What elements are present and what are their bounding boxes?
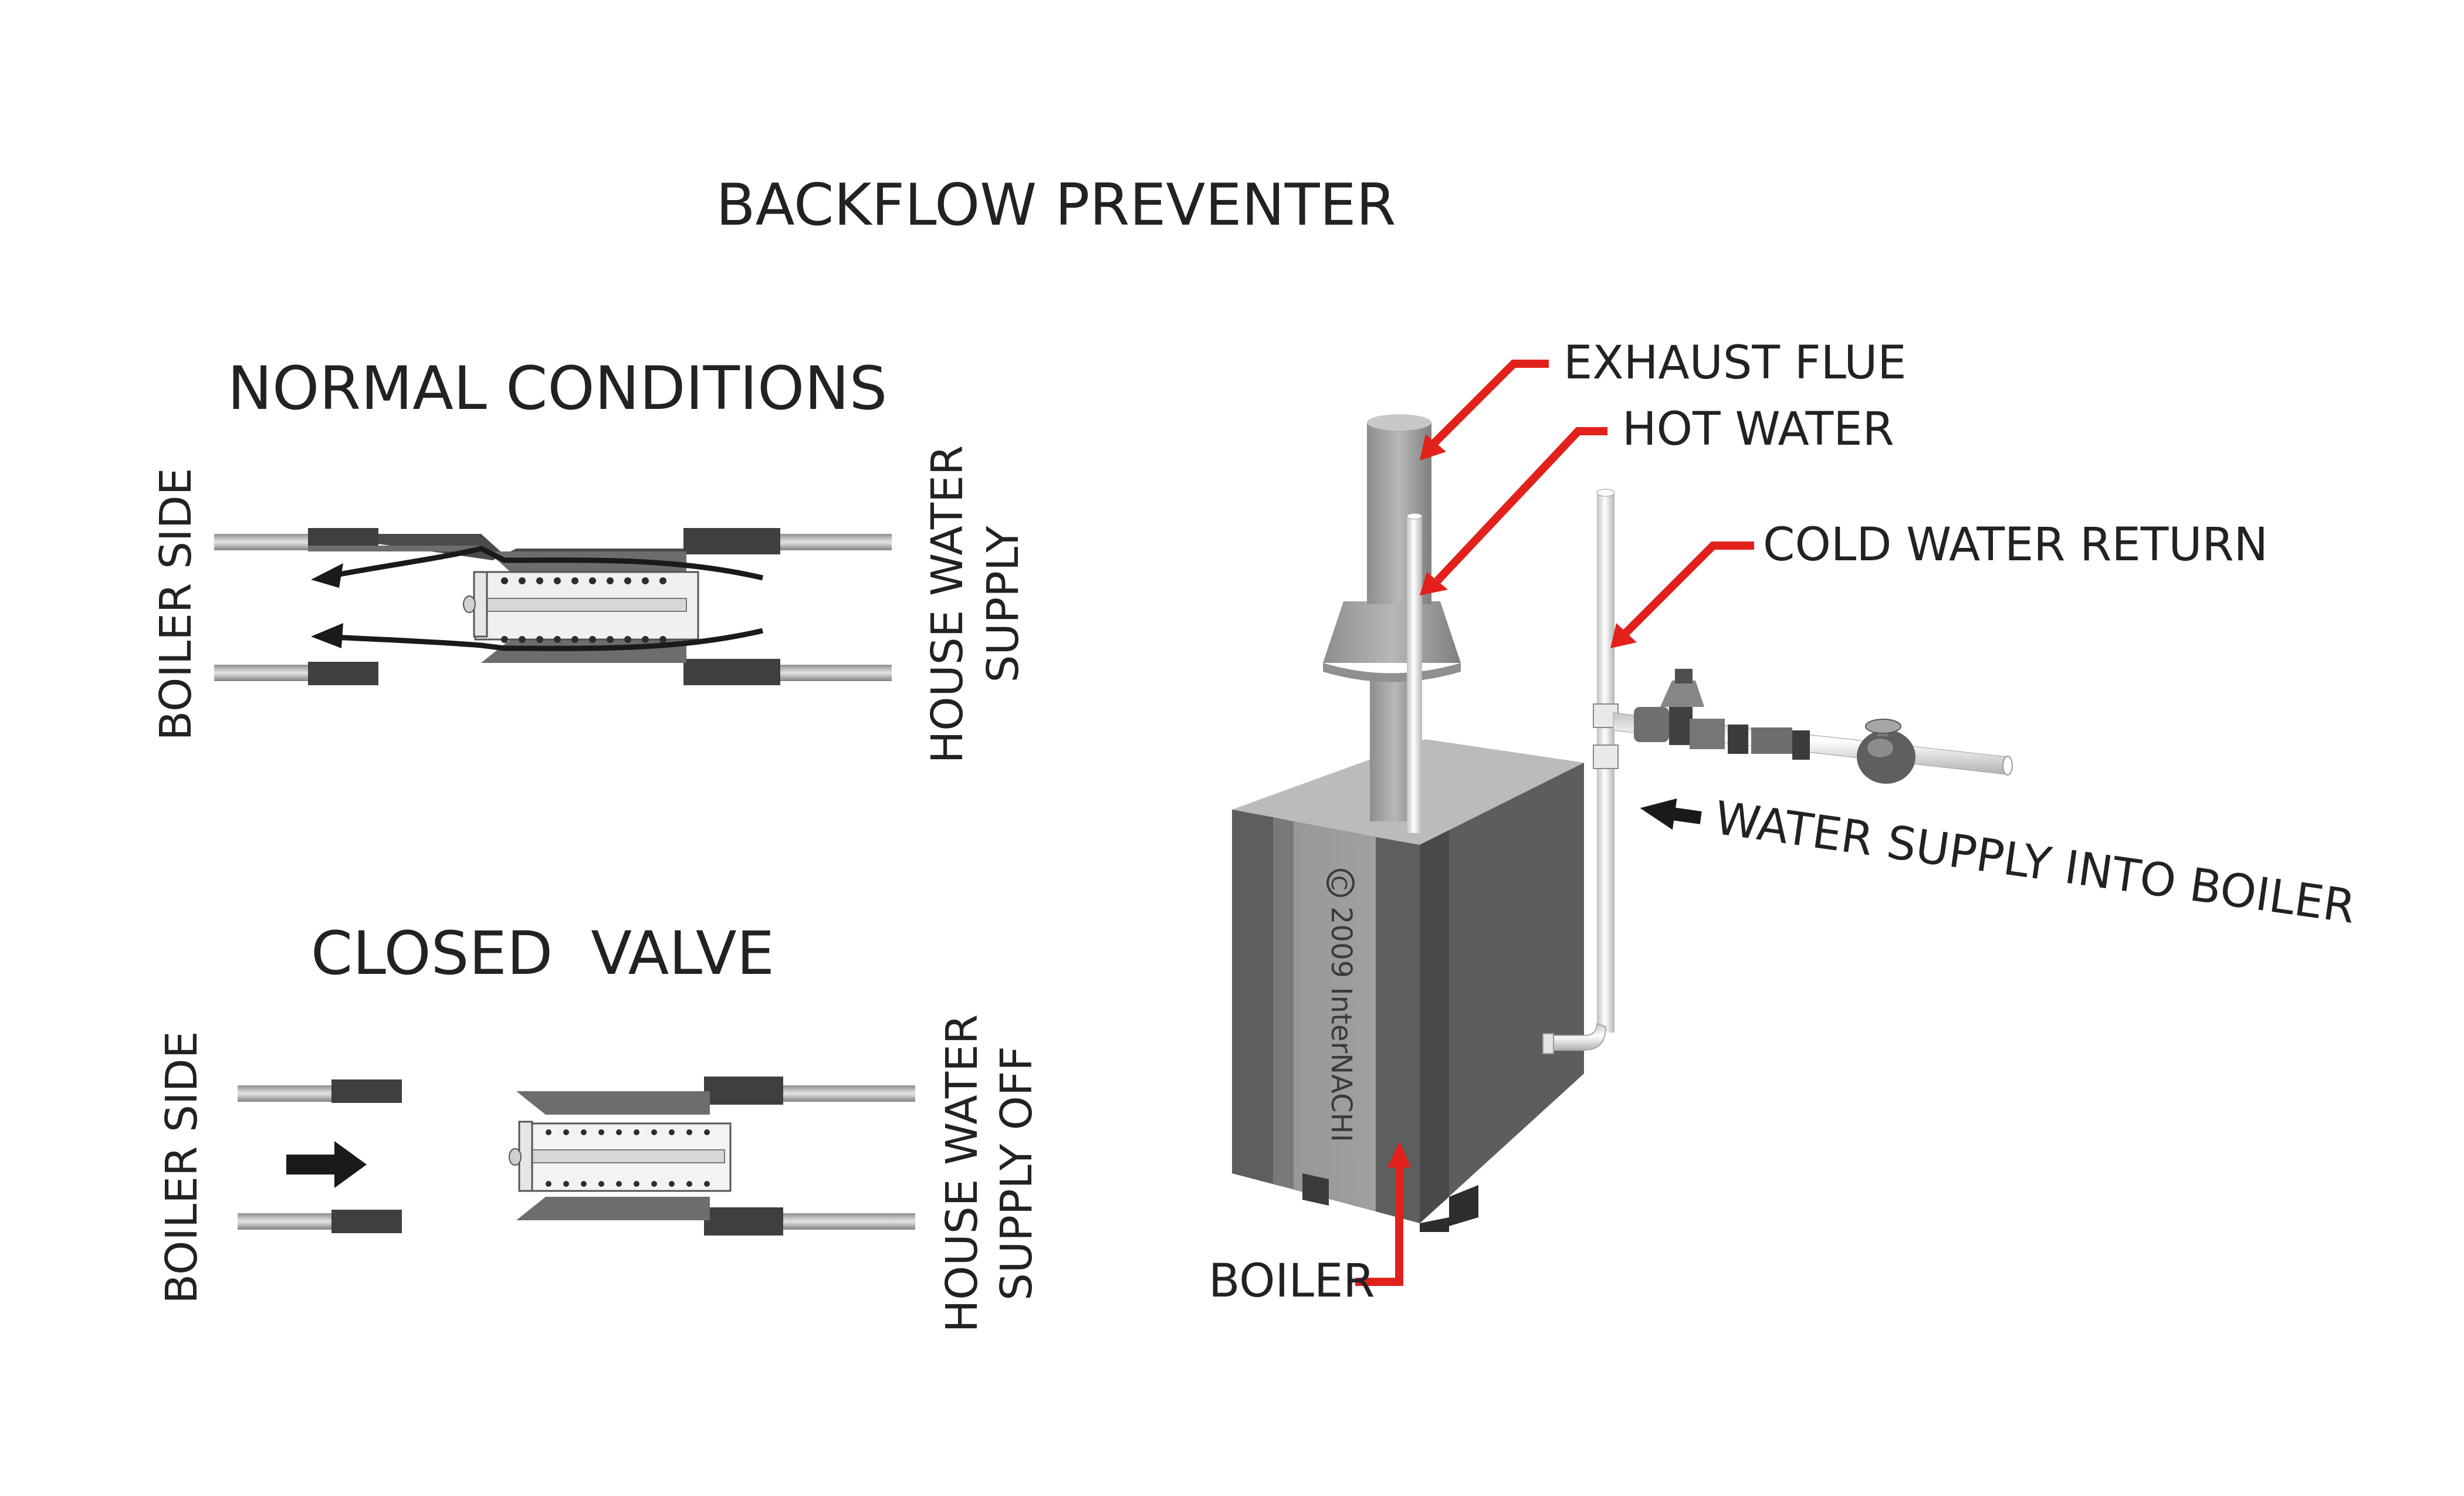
closed-valve-illustration	[238, 1077, 915, 1236]
exhaust-flue-label: EXHAUST FLUE	[1563, 337, 1907, 390]
closed-house-water-label: HOUSE WATER	[937, 1014, 987, 1333]
hot-water-callout-arrow	[1434, 427, 1607, 584]
closed-valve-heading: CLOSED VALVE	[311, 919, 774, 989]
cold-water-return-label: COLD WATER RETURN	[1763, 519, 2268, 571]
exhaust-flue-callout-arrow	[1429, 360, 1549, 449]
cold-water-arrowhead	[1610, 623, 1637, 648]
closed-flow-arrow	[286, 1141, 367, 1188]
exhaust-flue-arrowhead	[1420, 434, 1446, 461]
water-supply-arrow	[1640, 798, 1702, 830]
boiler-label: BOILER	[1209, 1255, 1375, 1308]
svg-text:C: C	[1326, 875, 1351, 890]
normal-conditions-heading: NORMAL CONDITIONS	[228, 354, 888, 424]
callout-arrows	[1355, 360, 1754, 1286]
diagram-title: BACKFLOW PREVENTER	[716, 172, 1396, 239]
copyright-text: 2009 InterNACHI	[1325, 906, 1358, 1142]
normal-supply-label: SUPPLY	[978, 526, 1028, 683]
cold-water-callout-arrow	[1622, 541, 1754, 637]
hot-water-label: HOT WATER	[1622, 403, 1894, 456]
boiler-arrowhead	[1387, 1141, 1411, 1167]
boiler-callout-arrow	[1355, 1162, 1403, 1286]
hot-water-arrowhead	[1420, 572, 1448, 595]
closed-boiler-side-label: BOILER SIDE	[157, 1031, 207, 1304]
normal-boiler-side-label: BOILER SIDE	[151, 468, 201, 741]
water-supply-label: WATER SUPPLY INTO BOILER	[1711, 792, 2358, 934]
normal-house-water-label: HOUSE WATER	[922, 445, 973, 764]
closed-supply-off-label: SUPPLY OFF	[991, 1046, 1042, 1301]
normal-valve-illustration	[214, 528, 892, 685]
boiler-illustration: C	[1232, 414, 2013, 1232]
